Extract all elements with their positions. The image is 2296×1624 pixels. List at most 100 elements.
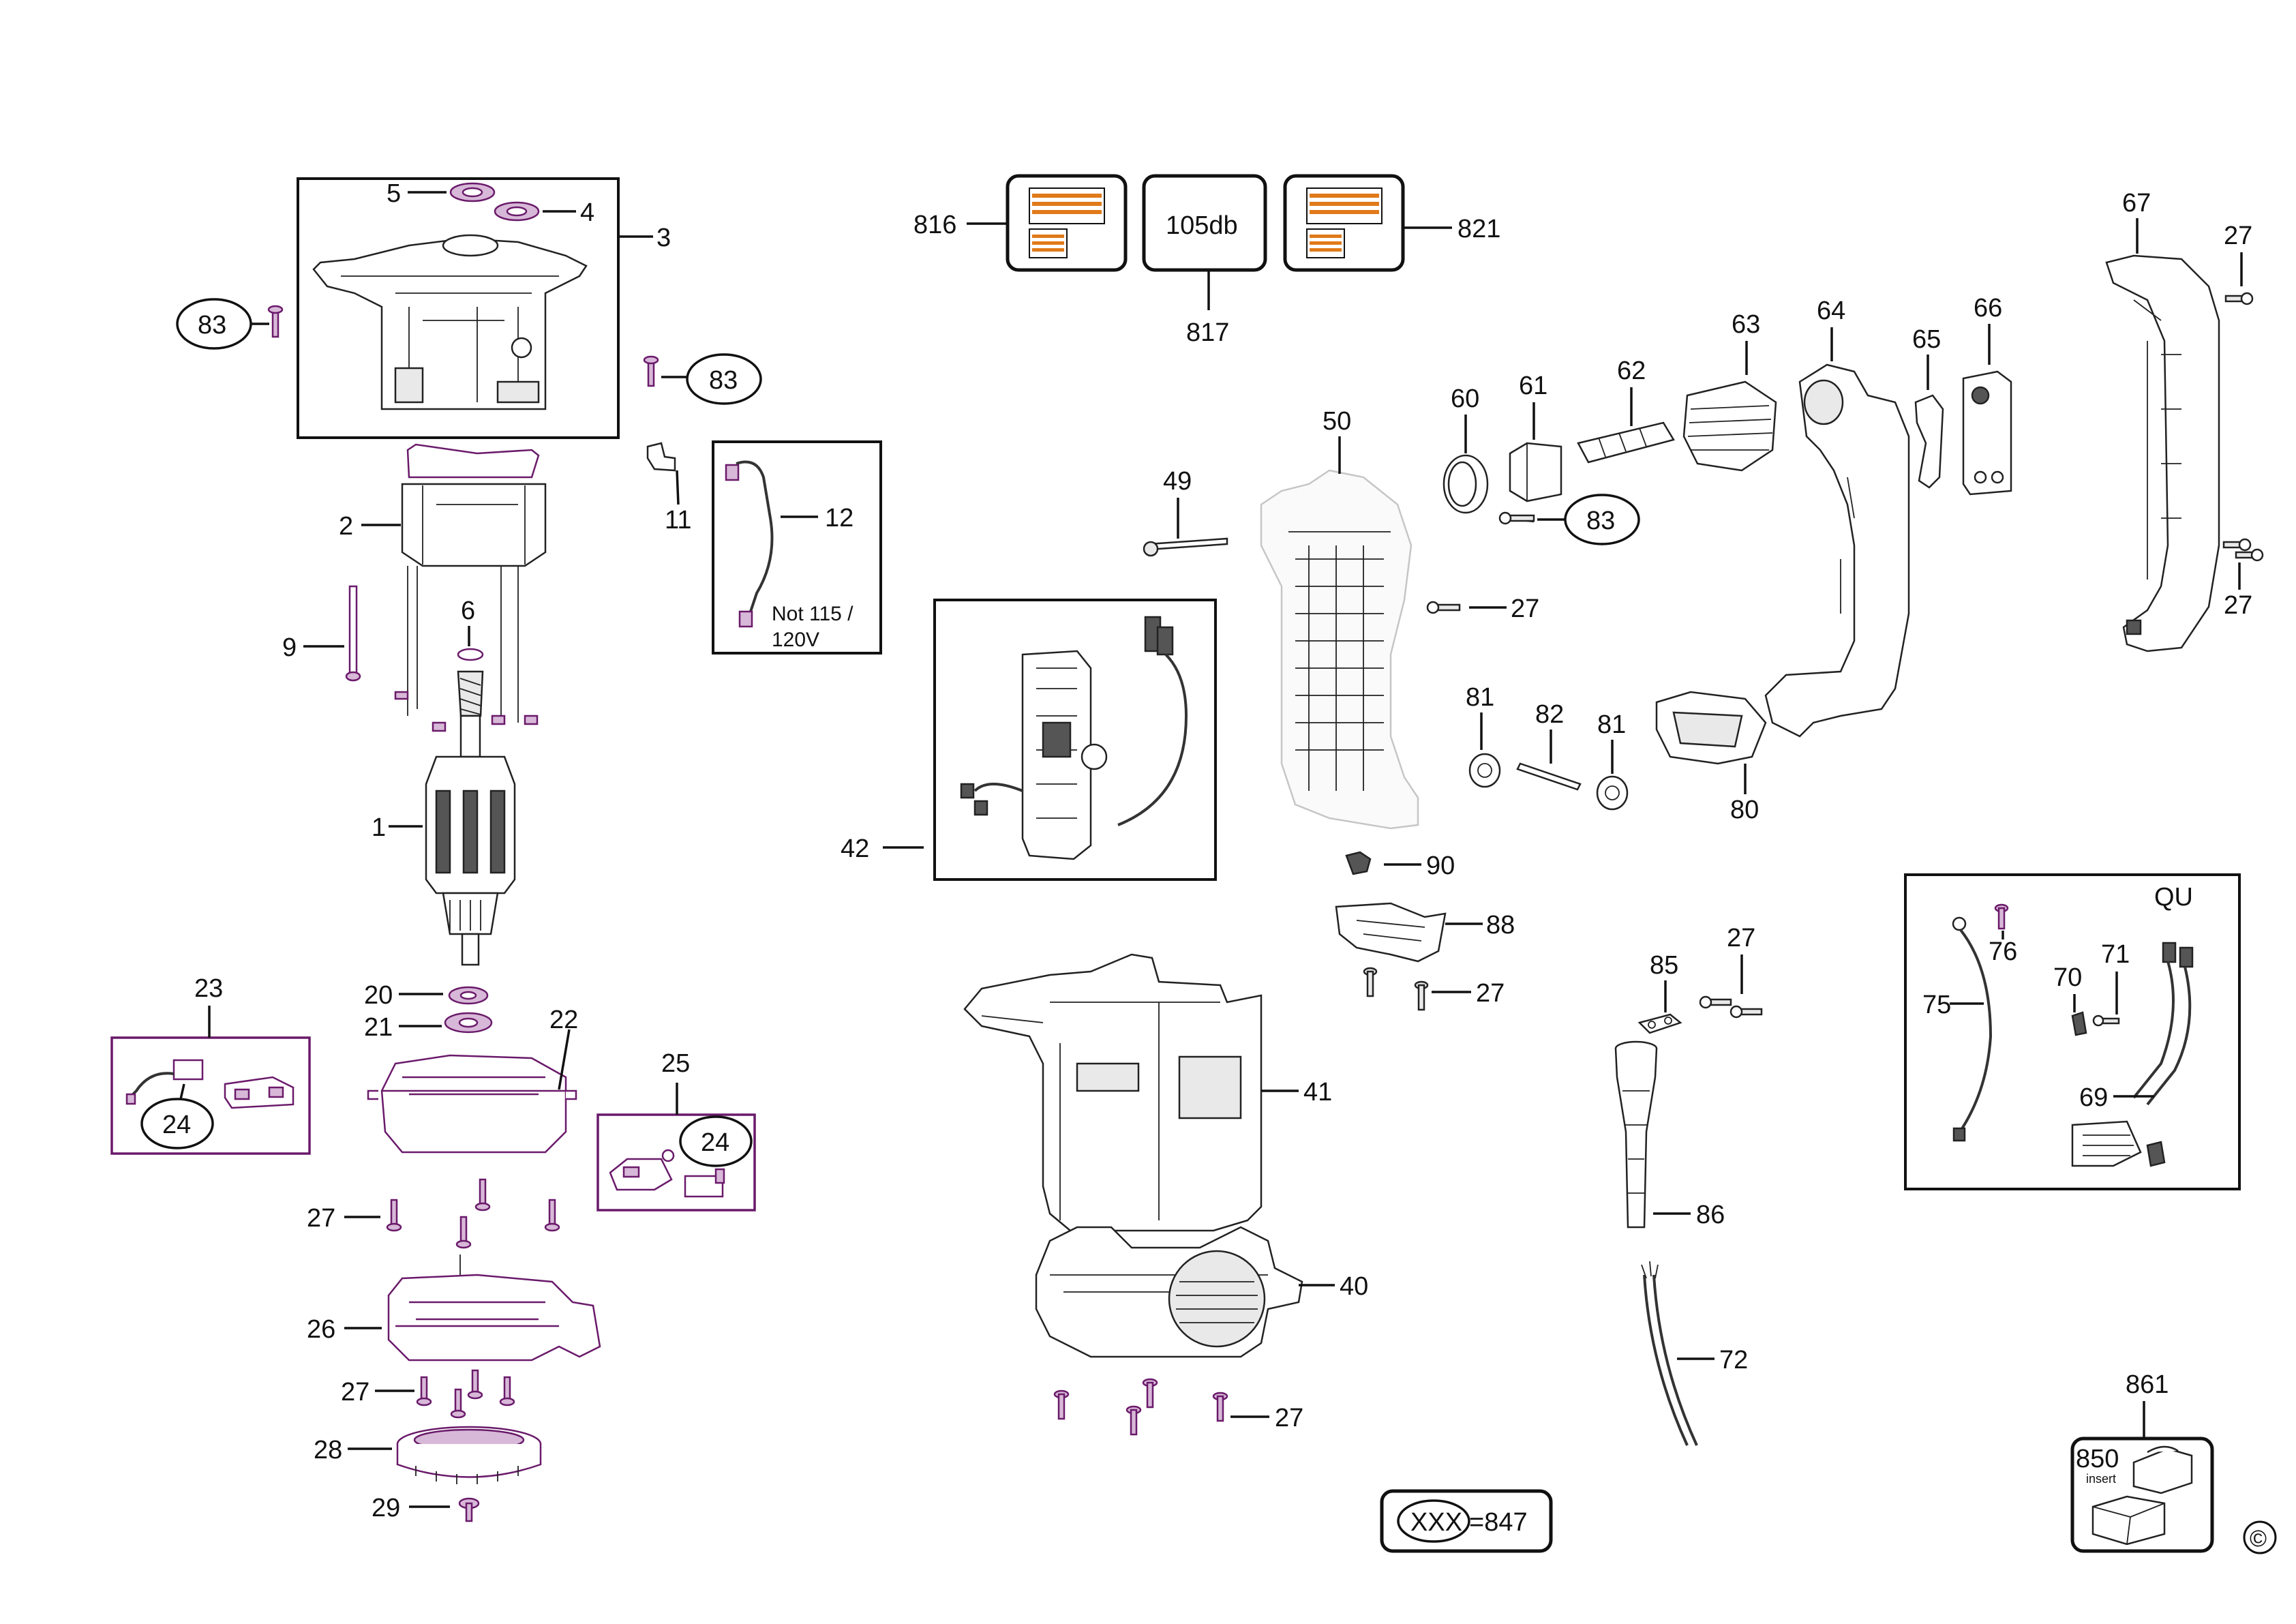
part-82-pin: 82 [1516, 700, 1582, 791]
label-821: 821 [1457, 215, 1500, 243]
part-27-screws-row1: 27 [307, 1178, 560, 1249]
label-850: 850 [2076, 1445, 2119, 1473]
label-81b: 81 [1597, 710, 1626, 739]
part-66-switch: 66 [1962, 294, 2012, 496]
label-27a: 27 [307, 1204, 335, 1233]
part-64-handle: 64 [1764, 297, 1910, 738]
part-81-bushing-b: 81 [1596, 710, 1629, 811]
label-27b: 27 [341, 1378, 369, 1407]
part-9-long-screw: 9 [282, 585, 361, 682]
label-60: 60 [1451, 385, 1479, 413]
part-41-motor-housing: 41 [963, 953, 1332, 1232]
label-69: 69 [2079, 1083, 2108, 1112]
label-27h: 27 [1727, 924, 1755, 952]
part-65-trigger: 65 [1912, 325, 1944, 489]
label-21: 21 [364, 1013, 393, 1042]
part-3-gear-housing-group: 5 4 3 [297, 177, 671, 439]
part-22-brush-holder: 22 [367, 1006, 578, 1154]
label-66: 66 [1974, 294, 2002, 322]
part-27-screws-85: 27 [1699, 924, 1763, 1019]
part-61-block: 61 [1509, 372, 1562, 502]
part-88-cover: 88 [1335, 902, 1515, 963]
label-50: 50 [1323, 407, 1351, 436]
part-86-cord-guard: 86 [1614, 1040, 1725, 1229]
part-27-screw-top-right: 27 [2224, 222, 2254, 305]
label-24b: 24 [701, 1128, 729, 1157]
label-86: 86 [1696, 1201, 1725, 1229]
label-6: 6 [461, 597, 475, 625]
label-71: 71 [2101, 940, 2130, 969]
part-11-clip: 11 [646, 442, 691, 535]
gear-housing [312, 237, 588, 410]
label-90: 90 [1426, 852, 1455, 880]
label-67: 67 [2122, 189, 2151, 217]
part-81-bushing-a: 81 [1466, 683, 1501, 788]
part-62-rod: 62 [1577, 357, 1675, 464]
part-60-spring: 60 [1442, 385, 1489, 514]
part-80-grip: 80 [1655, 691, 1767, 824]
part-67-handle-cover: 67 [2105, 189, 2220, 652]
label-12-note-line2: 120V [772, 629, 819, 651]
qu-box-frame [1904, 873, 2241, 1190]
part-85-cable-clamp: 85 [1637, 951, 1682, 1034]
label-62: 62 [1617, 357, 1646, 385]
part-29-screw: 29 [372, 1494, 480, 1522]
label-85: 85 [1650, 951, 1678, 980]
label-1: 1 [372, 813, 386, 842]
part-23-brush-box: 23 24 [110, 974, 311, 1155]
label-83b: 83 [709, 366, 738, 395]
part-83-screw-left: 83 [176, 298, 284, 350]
label-83c: 83 [1586, 507, 1615, 535]
legend-847: XXX =847 [1380, 1489, 1553, 1553]
part-27-screws-88: 27 [1363, 967, 1505, 1011]
label-64: 64 [1817, 297, 1845, 325]
label-4: 4 [580, 198, 594, 227]
part-28-ring: 28 [314, 1426, 542, 1484]
part-821-label: 821 [1283, 174, 1500, 272]
label-28: 28 [314, 1436, 342, 1464]
label-817-text: 105db [1166, 211, 1238, 240]
label-29: 29 [372, 1494, 400, 1522]
label-817: 817 [1186, 318, 1229, 347]
label-83a: 83 [198, 311, 226, 340]
label-72: 72 [1719, 1346, 1748, 1374]
part-27-screws-mid-right: 27 [2222, 538, 2264, 620]
label-76: 76 [1989, 937, 2017, 966]
part-816-label: 816 [913, 174, 1128, 272]
part-27-screw-handle: 27 [1426, 595, 1539, 623]
part-2-field-coil: 2 [339, 443, 547, 732]
label-65: 65 [1912, 325, 1941, 354]
part-83-screw-mid: 83 [643, 353, 762, 405]
legend-xxx: XXX [1410, 1508, 1462, 1537]
copyright-symbol: © [2250, 1526, 2267, 1552]
label-80: 80 [1730, 796, 1759, 824]
label-11: 11 [665, 506, 691, 535]
legend-equals: =847 [1469, 1508, 1528, 1537]
qu-box: QU 76 75 70 71 69 [1904, 873, 2241, 1190]
part-83-screw-right: 83 [1498, 494, 1640, 545]
label-27d: 27 [1511, 595, 1539, 623]
part-49-screw: 49 [1143, 467, 1228, 557]
label-9: 9 [282, 633, 297, 662]
part-90-clip: 90 [1345, 851, 1455, 880]
label-63: 63 [1732, 310, 1760, 339]
part-861-kitbox: 861 850 insert [2070, 1370, 2214, 1553]
label-24a: 24 [162, 1111, 191, 1139]
part-27-screws-bottom: 27 [1053, 1378, 1303, 1436]
part-50-housing-half: 50 [1260, 407, 1419, 830]
label-82: 82 [1535, 700, 1564, 729]
part-21-bearing: 21 [364, 1012, 493, 1042]
label-75: 75 [1922, 991, 1951, 1019]
label-81a: 81 [1466, 683, 1494, 712]
label-40: 40 [1340, 1272, 1368, 1301]
qu-title: QU [2154, 883, 2193, 912]
part-6-washer: 6 [457, 597, 484, 661]
label-861: 861 [2126, 1370, 2169, 1399]
label-27e: 27 [2224, 222, 2252, 250]
part-1-armature: 1 [372, 670, 516, 966]
label-70: 70 [2053, 963, 2082, 992]
label-42: 42 [841, 834, 869, 863]
copyright-mark: © [2243, 1520, 2277, 1554]
part-27-screws-row2: 27 [341, 1369, 515, 1419]
